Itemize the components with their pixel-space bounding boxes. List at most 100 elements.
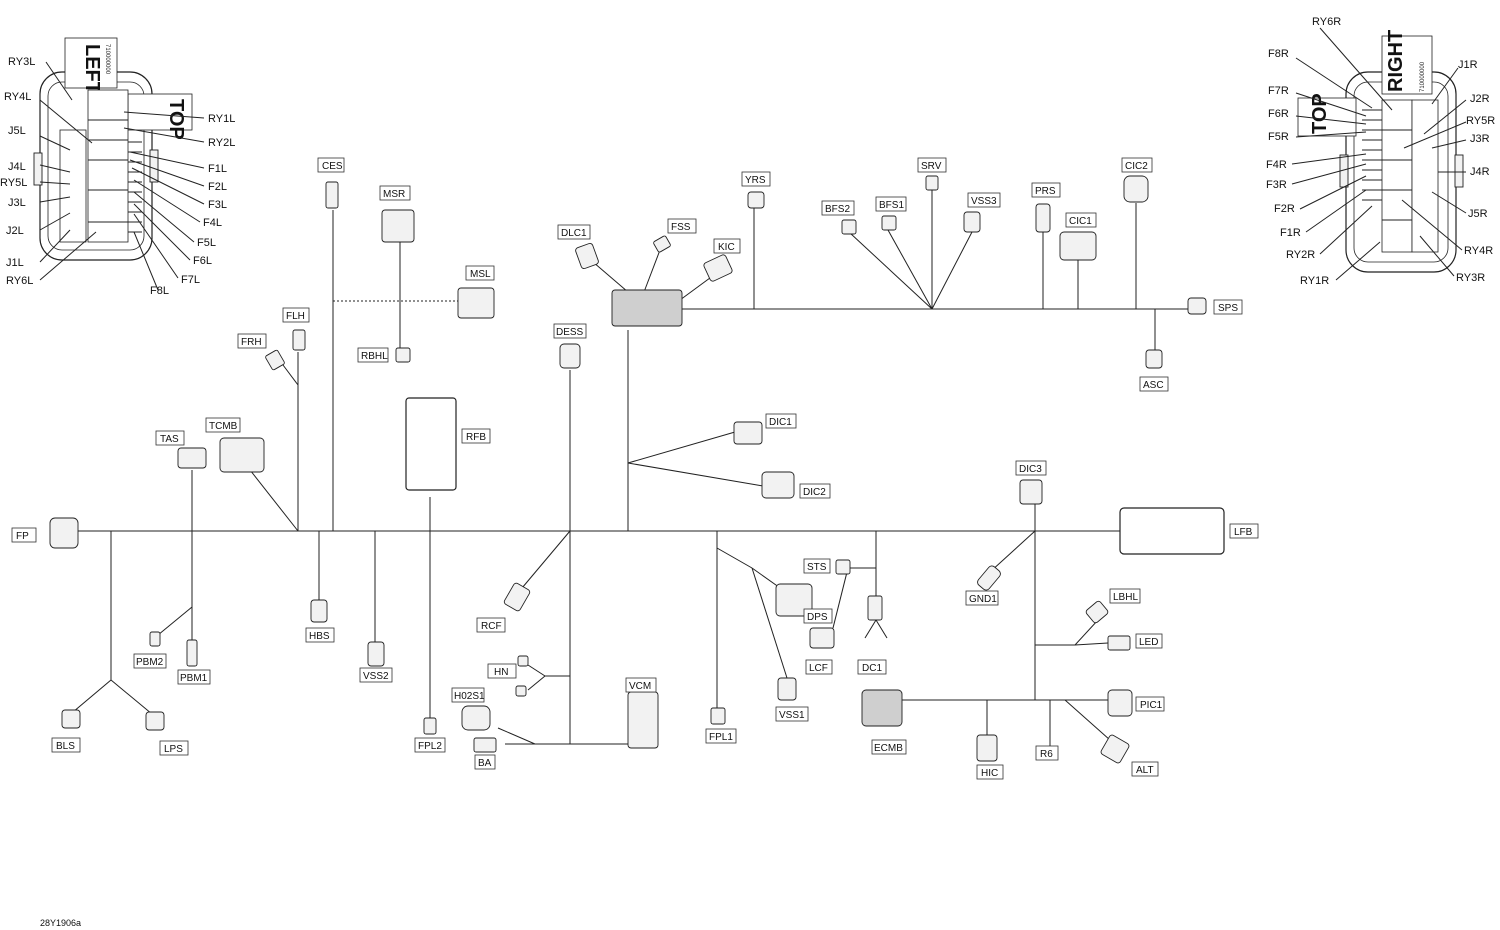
hn-connector-b (515, 685, 527, 697)
label-frh: FRH (241, 337, 262, 348)
label-f5l: F5L (197, 237, 216, 249)
label-h02s1: H02S1 (454, 691, 485, 702)
sps-connector (1187, 297, 1207, 315)
label-lcf: LCF (809, 663, 828, 674)
label-dess: DESS (556, 327, 584, 338)
ba-connector (473, 737, 497, 753)
dic1-connector (733, 421, 763, 445)
lfb-fuse-block (1119, 507, 1225, 555)
label-vss1: VSS1 (779, 710, 805, 721)
label-j2r: J2R (1470, 93, 1490, 105)
label-fpl2: FPL2 (418, 741, 442, 752)
label-ry3l: RY3L (8, 56, 35, 68)
label-dlc1: DLC1 (561, 228, 587, 239)
fpl2-connector (423, 717, 437, 735)
rfb-fuse-block (405, 397, 457, 491)
label-msr: MSR (383, 189, 405, 200)
label-hic: HIC (981, 768, 998, 779)
frh-connector (265, 349, 285, 371)
label-ry5l: RY5L (0, 177, 27, 189)
dess-connector (559, 343, 581, 369)
label-f3l: F3L (208, 199, 227, 211)
connector-graphics (49, 175, 1225, 764)
label-bls: BLS (56, 741, 75, 752)
label-ry3r: RY3R (1456, 272, 1485, 284)
label-hbs: HBS (309, 631, 330, 642)
msl-connector (457, 287, 495, 319)
msr-connector (381, 209, 415, 243)
label-rcf: RCF (481, 621, 502, 632)
label-asc: ASC (1143, 380, 1164, 391)
label-vss3: VSS3 (971, 196, 997, 207)
label-dic1: DIC1 (769, 417, 792, 428)
dc1-connector (867, 595, 883, 621)
label-hn: HN (494, 667, 508, 678)
tas-connector (177, 447, 207, 469)
label-fss: FSS (671, 222, 691, 233)
label-dic2: DIC2 (803, 487, 826, 498)
bfs1-connector (881, 215, 897, 231)
bls-connector (61, 709, 81, 729)
label-f6r: F6R (1268, 108, 1289, 120)
vss2-connector (367, 641, 385, 667)
figure-id: 28Y1906a (40, 918, 82, 928)
rcf-connector (503, 582, 531, 612)
label-cic1: CIC1 (1069, 216, 1092, 227)
label-ry1l: RY1L (208, 113, 235, 125)
pic1-connector (1107, 689, 1133, 717)
label-f2l: F2L (208, 181, 227, 193)
right-banner-code: 710000000 (1420, 61, 1426, 92)
label-j1l: J1L (6, 257, 24, 269)
label-dps: DPS (807, 612, 828, 623)
label-kic: KIC (718, 242, 735, 253)
label-vss2: VSS2 (363, 671, 389, 682)
label-j4l: J4L (8, 161, 26, 173)
gnd1-connector (977, 565, 1001, 591)
label-bfs1: BFS1 (879, 200, 904, 211)
label-ry4r: RY4R (1464, 245, 1493, 257)
kic-connector (703, 254, 733, 282)
right-banner-text: RIGHT (1385, 30, 1407, 92)
label-f1l: F1L (208, 163, 227, 175)
label-j1r: J1R (1458, 59, 1478, 71)
label-ry5r: RY5R (1466, 115, 1495, 127)
wires (72, 190, 1188, 746)
label-f1r: F1R (1280, 227, 1301, 239)
left-top-tag (127, 93, 193, 131)
pbm2-connector (149, 631, 161, 647)
label-dic3: DIC3 (1019, 464, 1042, 475)
label-f8r: F8R (1268, 48, 1289, 60)
label-f5r: F5R (1268, 131, 1289, 143)
flh-connector (292, 329, 306, 351)
connector-labels: CES MSR MSL RBHL FLH FRH TAS TCMB RFB DE… (11, 157, 1259, 780)
label-f3r: F3R (1266, 179, 1287, 191)
prs-connector (1035, 203, 1051, 233)
label-tas: TAS (160, 434, 179, 445)
label-gnd1: GND1 (969, 594, 997, 605)
label-tcmb: TCMB (209, 421, 238, 432)
h02s1-connector (461, 705, 491, 731)
label-j5l: J5L (8, 125, 26, 137)
dps-connector (775, 583, 813, 617)
label-f8l: F8L (150, 285, 169, 297)
label-fpl1: FPL1 (709, 732, 733, 743)
kic-module (611, 289, 683, 327)
pbm1-connector (186, 639, 198, 667)
label-r6: R6 (1040, 749, 1053, 760)
asc-connector (1145, 349, 1163, 369)
hbs-connector (310, 599, 328, 623)
label-f2r: F2R (1274, 203, 1295, 215)
label-rbhl: RBHL (361, 351, 388, 362)
label-lbhl: LBHL (1113, 592, 1138, 603)
hic-connector (976, 734, 998, 762)
label-yrs: YRS (745, 175, 766, 186)
right-fuse-box: RIGHT 710000000 TOP (1266, 16, 1495, 287)
lps-connector (145, 711, 165, 731)
left-banner-code: 710000000 (104, 44, 110, 75)
label-pic1: PIC1 (1140, 700, 1163, 711)
label-f7l: F7L (181, 274, 200, 286)
fp-connector (49, 517, 79, 549)
vss1-connector (777, 677, 797, 701)
label-vcm: VCM (629, 681, 651, 692)
